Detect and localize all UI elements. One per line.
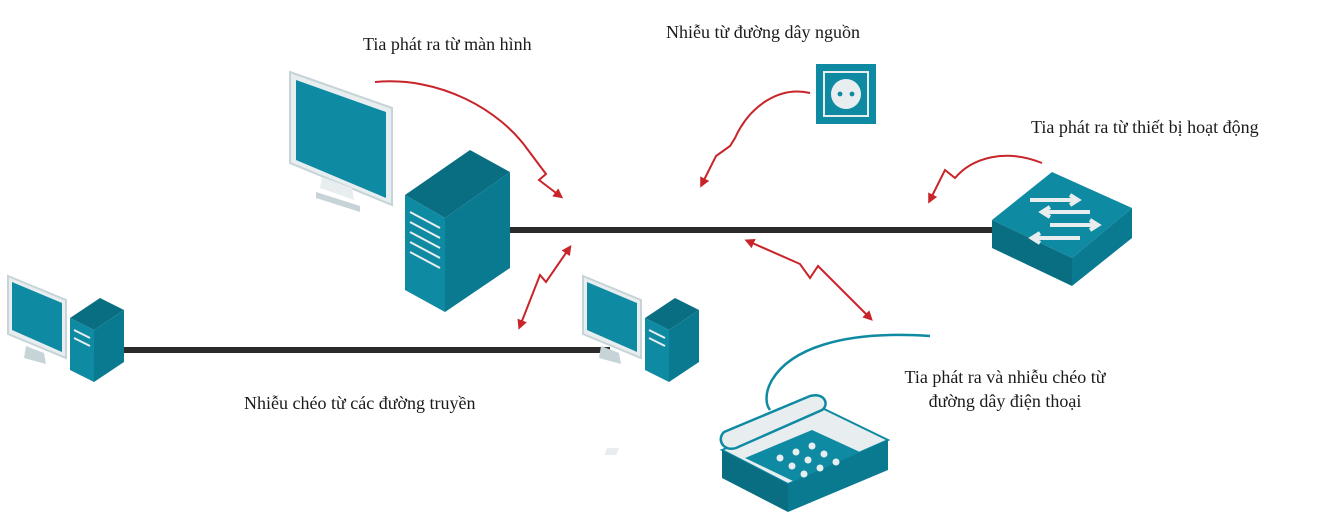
monitor-emission-label: Tia phát ra từ màn hình <box>363 34 532 54</box>
power-outlet-icon <box>816 64 876 124</box>
crosstalk-label: Nhiễu chéo từ các đường truyền <box>244 393 476 413</box>
phone-line-arrow <box>744 239 873 321</box>
server-tower-icon <box>405 150 510 312</box>
power-noise-label: Nhiễu từ đường dây nguồn <box>666 22 861 42</box>
monitor-icon <box>289 70 393 212</box>
network-switch-icon <box>992 172 1132 286</box>
phone-line-label-line-1: Tia phát ra và nhiễu chéo từ <box>904 367 1106 387</box>
device-emission-arrow <box>928 154 1043 204</box>
phone-cord <box>765 333 931 411</box>
power-noise-arrow <box>700 90 811 188</box>
desktop-computer-icon <box>582 274 699 382</box>
crosstalk-arrow <box>517 245 572 330</box>
device-emission-label: Tia phát ra từ thiết bị hoạt động <box>1031 117 1259 137</box>
monitor-emission-arrow <box>374 80 564 199</box>
desktop-computer-icon <box>7 274 124 382</box>
phone-line-label-line-2: đường dây điện thoại <box>928 391 1082 411</box>
telephone-icon <box>604 393 891 512</box>
